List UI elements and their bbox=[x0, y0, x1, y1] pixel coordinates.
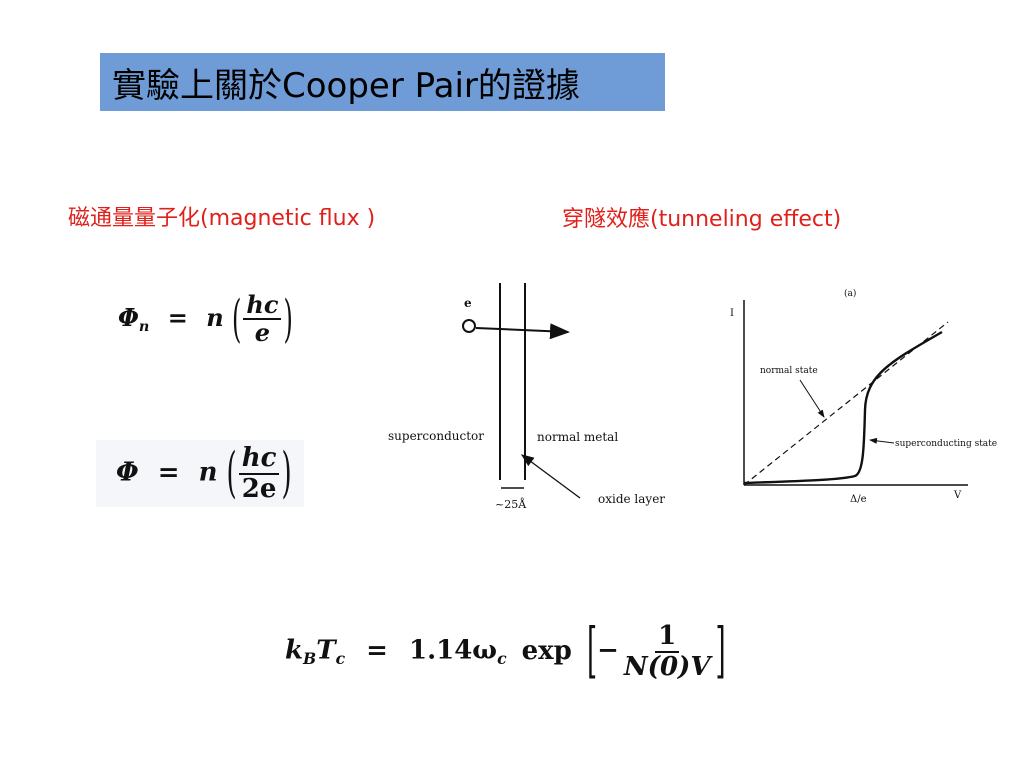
tunnel-junction-diagram: e superconductor normal metal ~25Å oxide… bbox=[388, 283, 665, 511]
normal-metal-label: normal metal bbox=[537, 430, 618, 444]
normal-state-line bbox=[743, 321, 949, 486]
oxide-layer-label: oxide layer bbox=[598, 492, 665, 506]
electron-circle bbox=[462, 319, 476, 333]
panel-label: (a) bbox=[844, 288, 856, 299]
superconducting-state-label: superconducting state bbox=[895, 439, 997, 449]
formula2-phi: Φ bbox=[116, 457, 139, 488]
formula3-coefficient: 1.14ω bbox=[408, 635, 498, 666]
formula2-right-paren: ) bbox=[281, 442, 292, 506]
gap-voltage-label: Δ/e bbox=[850, 494, 867, 505]
gap-width-label: ~25Å bbox=[495, 497, 527, 511]
tunneling-section-label: 穿隧效應(tunneling effect) bbox=[562, 207, 842, 232]
formula3-equals: = bbox=[366, 635, 388, 666]
formula1-left-paren: ( bbox=[232, 289, 242, 349]
superconductor-label: superconductor bbox=[388, 429, 484, 443]
formula1-n: n bbox=[206, 302, 224, 332]
electron-label: e bbox=[464, 296, 472, 310]
normal-state-label: normal state bbox=[760, 366, 818, 376]
oxide-pointer-arrow bbox=[520, 454, 581, 499]
title-banner: 實驗上關於Cooper Pair的證據 bbox=[100, 53, 665, 111]
x-axis-label: V bbox=[953, 490, 962, 501]
superconducting-curve bbox=[743, 330, 943, 485]
electron-arrow bbox=[475, 323, 570, 340]
formula3-right-bracket: ] bbox=[715, 617, 726, 687]
superconducting-state-pointer bbox=[869, 437, 895, 444]
formula2-equals: = bbox=[157, 457, 180, 488]
formula2-denominator: 2e bbox=[241, 473, 277, 504]
formula3-denominator: N(0)V bbox=[623, 651, 711, 682]
page-title: 實驗上關於Cooper Pair的證據 bbox=[112, 65, 580, 106]
flux-section-label: 磁通量量子化(magnetic flux ) bbox=[68, 206, 376, 231]
formula3-k-sub: B bbox=[303, 649, 317, 669]
formula2-numerator: hc bbox=[238, 444, 280, 475]
formula1-phi: Φ bbox=[118, 302, 139, 332]
formula3-exp: exp bbox=[521, 635, 572, 666]
formula3-numerator: 1 bbox=[655, 622, 680, 653]
formula1-phi-sub: n bbox=[138, 317, 150, 335]
formula3-k: k bbox=[285, 635, 304, 666]
formula3-minus: − bbox=[597, 635, 619, 666]
formula1-right-paren: ) bbox=[283, 289, 293, 349]
formula2-n: n bbox=[198, 457, 218, 488]
formula3-coef-sub: c bbox=[497, 649, 507, 669]
iv-curve-graph: (a) I V Δ/e normal state superconducting… bbox=[730, 288, 997, 505]
formula1-numerator: hc bbox=[243, 291, 282, 321]
normal-state-pointer bbox=[799, 379, 825, 418]
y-axis-label: I bbox=[730, 308, 734, 319]
formula1-equals: = bbox=[167, 302, 188, 332]
formula1-denominator: e bbox=[254, 318, 271, 348]
formula3-left-bracket: [ bbox=[586, 617, 598, 687]
formula3-t: T bbox=[316, 635, 336, 666]
formula3-t-sub: c bbox=[335, 649, 346, 669]
formula2-left-paren: ( bbox=[226, 442, 237, 506]
